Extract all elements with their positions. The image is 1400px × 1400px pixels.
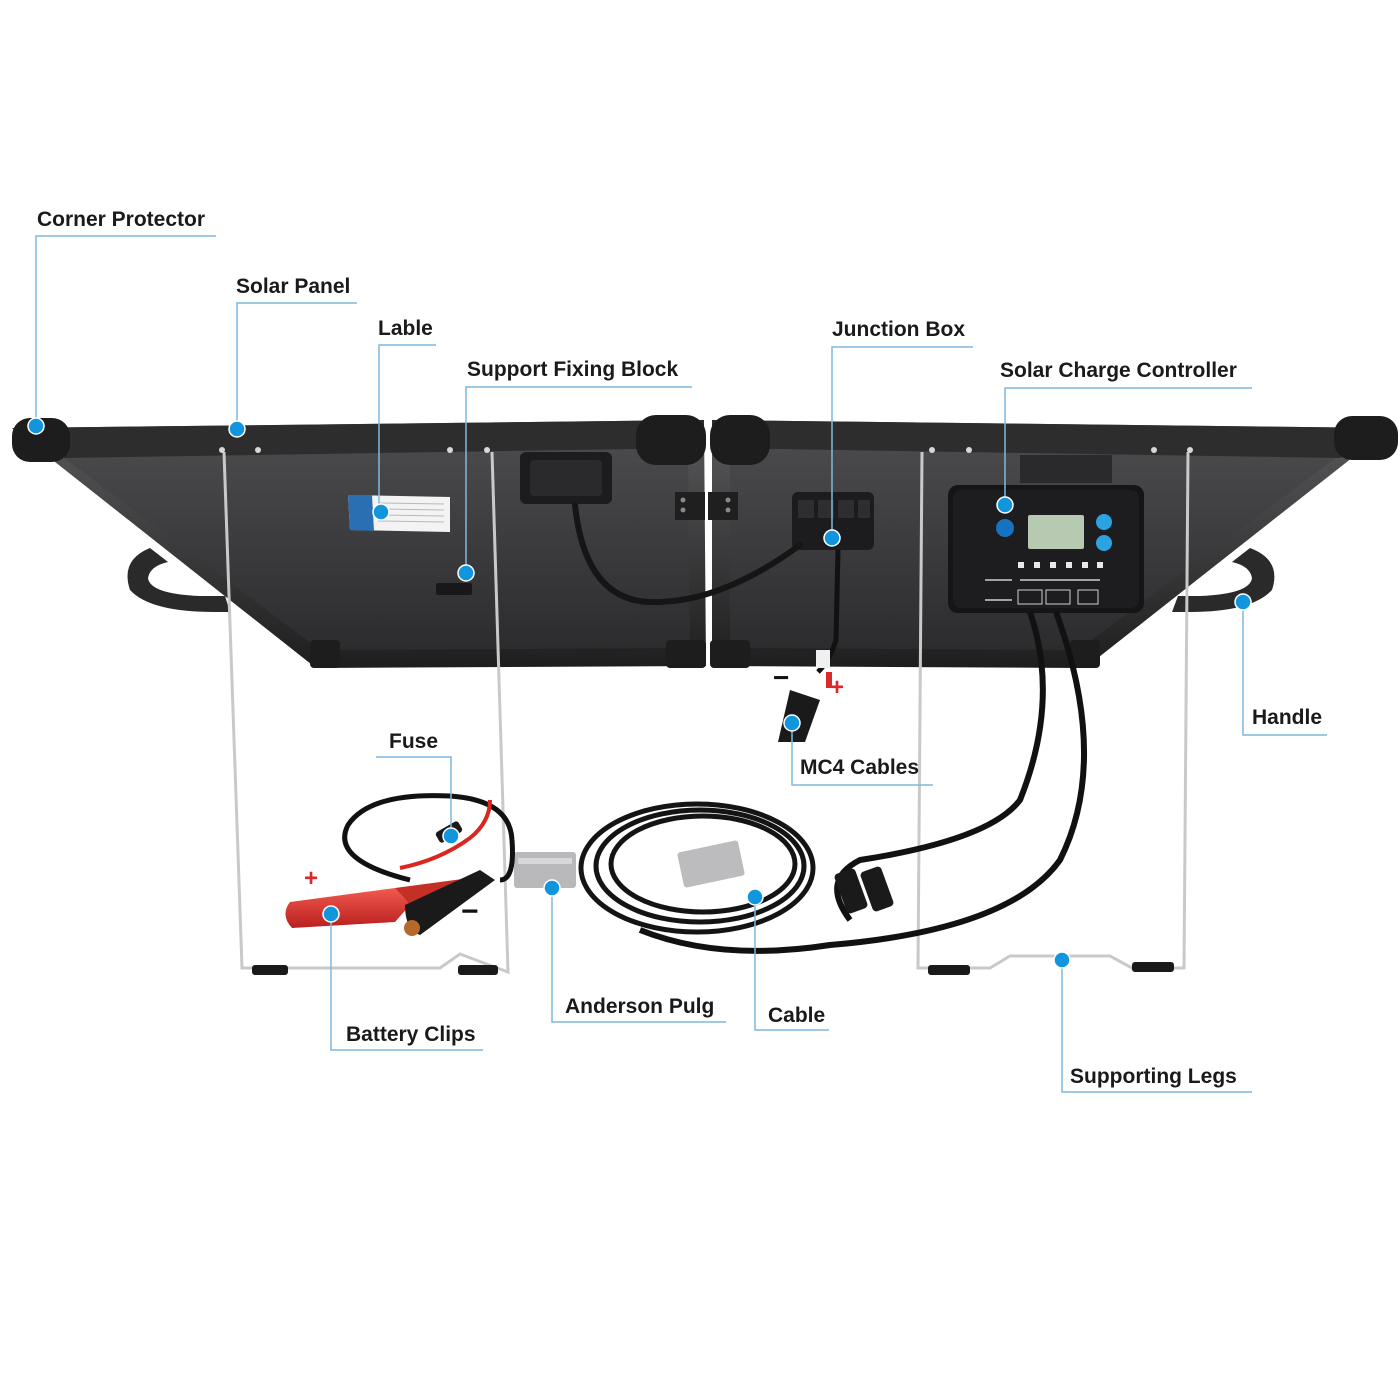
label-handle: Handle (1252, 706, 1323, 729)
dot-anderson-pulg (543, 879, 561, 897)
label-lable: Lable (378, 317, 433, 340)
left-handle (127, 548, 230, 612)
dot-handle (1234, 593, 1252, 611)
anderson-plug-right (677, 840, 745, 888)
support-fixing-block (436, 583, 472, 595)
hinge-blocks (675, 492, 738, 520)
left-corner-protector (12, 418, 70, 462)
label-battery-clips: Battery Clips (346, 1023, 476, 1046)
fuse-red-wire (399, 799, 492, 870)
anderson-plug-left (514, 852, 576, 888)
callout-dots (27, 417, 1252, 969)
panel-link-cable (572, 502, 803, 606)
label-support-fixing-block: Support Fixing Block (467, 358, 679, 381)
label-supporting-legs: Supporting Legs (1070, 1065, 1237, 1088)
clip-positive-sign: + (304, 865, 319, 892)
dot-support-fixing-block (457, 564, 475, 582)
dot-corner-protector (27, 417, 45, 435)
right-junction-box (792, 492, 874, 550)
solar-charge-controller (948, 455, 1144, 613)
controller-button-up (1096, 514, 1112, 530)
coiled-cable (578, 801, 816, 935)
dot-fuse (442, 827, 460, 845)
mc4-branch-connectors (834, 866, 894, 914)
controller-lcd-screen (1028, 515, 1084, 549)
label-anderson-pulg: Anderson Pulg (565, 995, 715, 1018)
label-junction-box: Junction Box (832, 318, 966, 341)
dot-cable (746, 888, 764, 906)
label-fuse: Fuse (389, 730, 439, 753)
mc4-negative-sign: − (773, 662, 790, 693)
left-supporting-leg (222, 451, 510, 975)
battery-clip-negative (404, 870, 495, 936)
dot-solar-panel (228, 420, 246, 438)
dot-lable (372, 503, 390, 521)
clip-negative-sign: − (461, 895, 479, 928)
callout-leader-lines (35, 235, 1327, 1093)
left-junction-box (520, 452, 612, 504)
mc4-positive-sign: + (830, 674, 845, 701)
label-corner-protector: Corner Protector (37, 208, 206, 231)
label-cable: Cable (768, 1004, 826, 1027)
label-solar-panel: Solar Panel (236, 275, 351, 298)
dot-battery-clips (322, 905, 340, 923)
panel-label-sticker (348, 495, 450, 532)
right-corner-protector (1334, 416, 1398, 460)
dot-solar-charge-controller (996, 496, 1014, 514)
controller-button-down (1096, 535, 1112, 551)
dot-junction-box (823, 529, 841, 547)
dot-mc4-cables (783, 714, 801, 732)
frame-rivets (219, 447, 1193, 453)
controller-output-cable-b (638, 610, 1088, 954)
label-solar-charge-controller: Solar Charge Controller (1000, 359, 1237, 382)
brand-logo-icon (996, 519, 1014, 537)
fuse-cable-loop (342, 793, 515, 883)
dot-supporting-legs (1053, 951, 1071, 969)
label-mc4-cables: MC4 Cables (800, 756, 920, 779)
leg-foot-caps (252, 962, 1174, 975)
